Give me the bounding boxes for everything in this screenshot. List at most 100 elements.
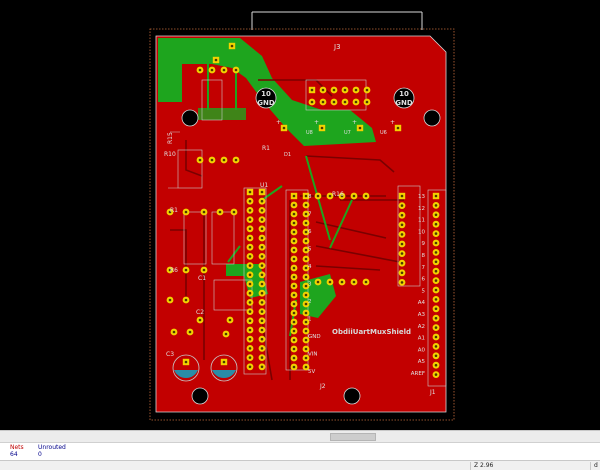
pad-j3[interactable] (319, 98, 327, 106)
pad-j2[interactable] (302, 291, 310, 299)
pad-j2[interactable] (290, 327, 298, 335)
pad-left[interactable] (216, 208, 224, 216)
pad-c-right[interactable] (220, 358, 228, 366)
pad-j2[interactable] (302, 255, 310, 263)
pad-u1[interactable] (246, 354, 254, 361)
pad-j1[interactable] (432, 258, 440, 266)
pad-led[interactable] (356, 124, 364, 132)
pad-j2[interactable] (290, 354, 298, 362)
pad-left[interactable] (166, 296, 174, 304)
pad-r16[interactable] (362, 278, 370, 286)
pad-j1[interactable] (432, 202, 440, 209)
pad-left[interactable] (182, 208, 190, 216)
pad-j1[interactable] (432, 305, 440, 313)
pad-left[interactable] (222, 330, 230, 338)
scrollbar-thumb[interactable] (330, 433, 376, 441)
pad-j1[interactable] (432, 249, 440, 256)
pad-j1[interactable] (432, 343, 440, 350)
pad-left[interactable] (166, 208, 174, 216)
pad-j3[interactable] (330, 98, 338, 106)
pad-j1[interactable] (432, 277, 440, 284)
pad-r16[interactable] (338, 278, 346, 286)
pad-left[interactable] (182, 296, 190, 304)
pad-c3[interactable] (182, 358, 190, 366)
pad-u1[interactable] (246, 243, 254, 251)
pad-j1[interactable] (432, 296, 440, 303)
pad-j3[interactable] (352, 98, 360, 106)
pad-j1[interactable] (432, 324, 440, 331)
pad-j2[interactable] (302, 246, 310, 254)
pad-j2[interactable] (290, 264, 298, 272)
pad-u1[interactable] (246, 234, 254, 242)
pad-j2[interactable] (290, 336, 298, 344)
pad-u1[interactable] (246, 207, 254, 214)
pad-j1[interactable] (432, 371, 440, 378)
pad-j3[interactable] (341, 98, 349, 106)
pad-u1[interactable] (258, 197, 266, 205)
pad-u1[interactable] (246, 280, 254, 288)
pad-r16[interactable] (350, 192, 358, 200)
pad-res[interactable] (232, 66, 240, 74)
pad-j2[interactable] (302, 345, 310, 353)
pad-led[interactable] (228, 42, 236, 50)
pad-left[interactable] (200, 208, 208, 216)
pad-u1[interactable] (258, 271, 266, 279)
pad-r16[interactable] (314, 278, 322, 286)
pad-left[interactable] (230, 208, 238, 216)
pad-r16[interactable] (326, 278, 334, 286)
pad-left[interactable] (200, 266, 208, 274)
pad-j2[interactable] (290, 255, 298, 263)
pad-j2[interactable] (302, 201, 310, 209)
pad-r16[interactable] (362, 192, 370, 200)
pad-j2[interactable] (302, 228, 310, 236)
pad-j3[interactable] (330, 86, 338, 94)
horizontal-scrollbar[interactable] (0, 430, 600, 442)
pad-u1[interactable] (258, 253, 266, 260)
pad-u1[interactable] (258, 317, 266, 325)
pad-right[interactable] (398, 269, 406, 277)
pad-u1[interactable] (246, 225, 254, 233)
pad-u1[interactable] (246, 308, 254, 315)
pad-j2[interactable] (290, 282, 298, 290)
pad-u1[interactable] (258, 354, 266, 361)
pad-res[interactable] (220, 66, 228, 74)
pad-left[interactable] (226, 316, 234, 324)
pad-j2[interactable] (290, 228, 298, 236)
pad-j1[interactable] (432, 352, 440, 360)
pad-left[interactable] (196, 316, 204, 324)
pad-right[interactable] (398, 250, 406, 257)
pad-u1[interactable] (246, 197, 254, 205)
pad-j2[interactable] (290, 345, 298, 353)
pad-u1[interactable] (258, 299, 266, 306)
pad-right[interactable] (398, 259, 406, 267)
pad-j1[interactable] (432, 192, 440, 200)
pad-res[interactable] (220, 156, 228, 164)
pad-right[interactable] (398, 279, 406, 286)
pad-j1[interactable] (432, 230, 440, 238)
pad-j2[interactable] (290, 192, 298, 200)
pad-u1[interactable] (246, 271, 254, 279)
pad-right[interactable] (398, 202, 406, 210)
pad-j2[interactable] (302, 192, 310, 200)
pad-j1[interactable] (432, 314, 440, 322)
pad-r16[interactable] (326, 192, 334, 200)
pad-j2[interactable] (302, 327, 310, 335)
pad-j1[interactable] (432, 361, 440, 369)
pad-left[interactable] (170, 328, 178, 336)
pad-u1[interactable] (246, 299, 254, 306)
pad-j1[interactable] (432, 267, 440, 275)
pad-j1[interactable] (432, 239, 440, 247)
pad-j2[interactable] (290, 300, 298, 308)
pad-u1[interactable] (258, 335, 266, 343)
pad-u1[interactable] (246, 363, 254, 371)
pad-res[interactable] (196, 66, 204, 74)
pad-j2[interactable] (290, 273, 298, 281)
pad-right[interactable] (398, 221, 406, 229)
pad-u1[interactable] (246, 253, 254, 260)
pad-j1[interactable] (432, 211, 440, 219)
pad-u1[interactable] (258, 363, 266, 371)
pad-j2[interactable] (290, 201, 298, 209)
pad-u1[interactable] (246, 317, 254, 325)
pad-u1[interactable] (246, 326, 254, 334)
pad-u1[interactable] (258, 345, 266, 352)
